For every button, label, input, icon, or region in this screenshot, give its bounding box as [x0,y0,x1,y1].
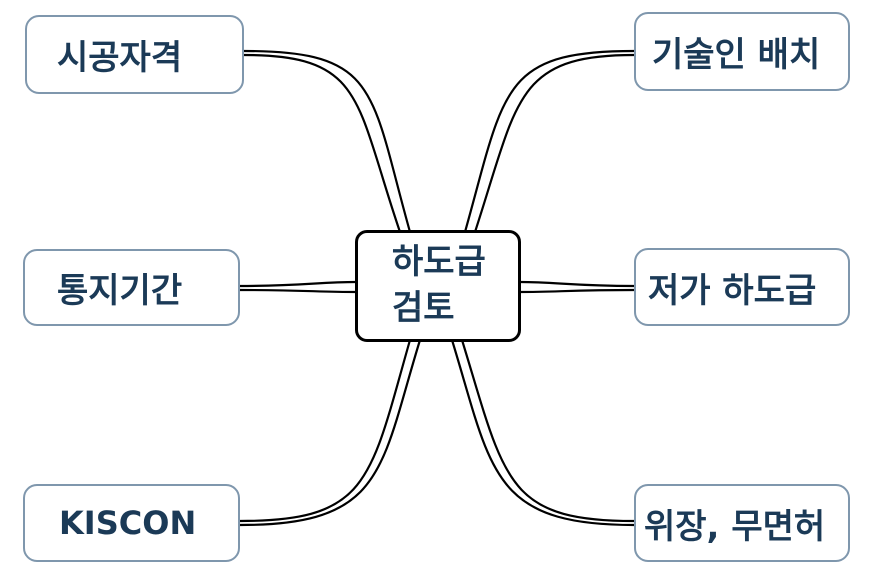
node-right-1: 기술인 배치 [634,12,850,91]
node-right-2-label: 저가 하도급 [648,270,817,311]
center-label-line1: 하도급 [392,242,486,282]
node-left-2: 통지기간 [23,249,240,326]
node-left-1: 시공자격 [25,15,244,94]
center-label-line2: 검토 [392,288,455,328]
node-right-2: 저가 하도급 [634,248,850,326]
node-right-3-label: 위장, 무면허 [644,506,826,547]
node-left-3-label: KISCON [59,504,197,542]
node-right-1-label: 기술인 배치 [652,35,821,75]
node-left-1-label: 시공자격 [57,38,183,78]
node-left-3: KISCON [23,484,240,562]
center-node: 하도급 검토 [355,230,521,342]
node-right-3: 위장, 무면허 [634,484,850,562]
node-left-2-label: 통지기간 [57,271,183,311]
